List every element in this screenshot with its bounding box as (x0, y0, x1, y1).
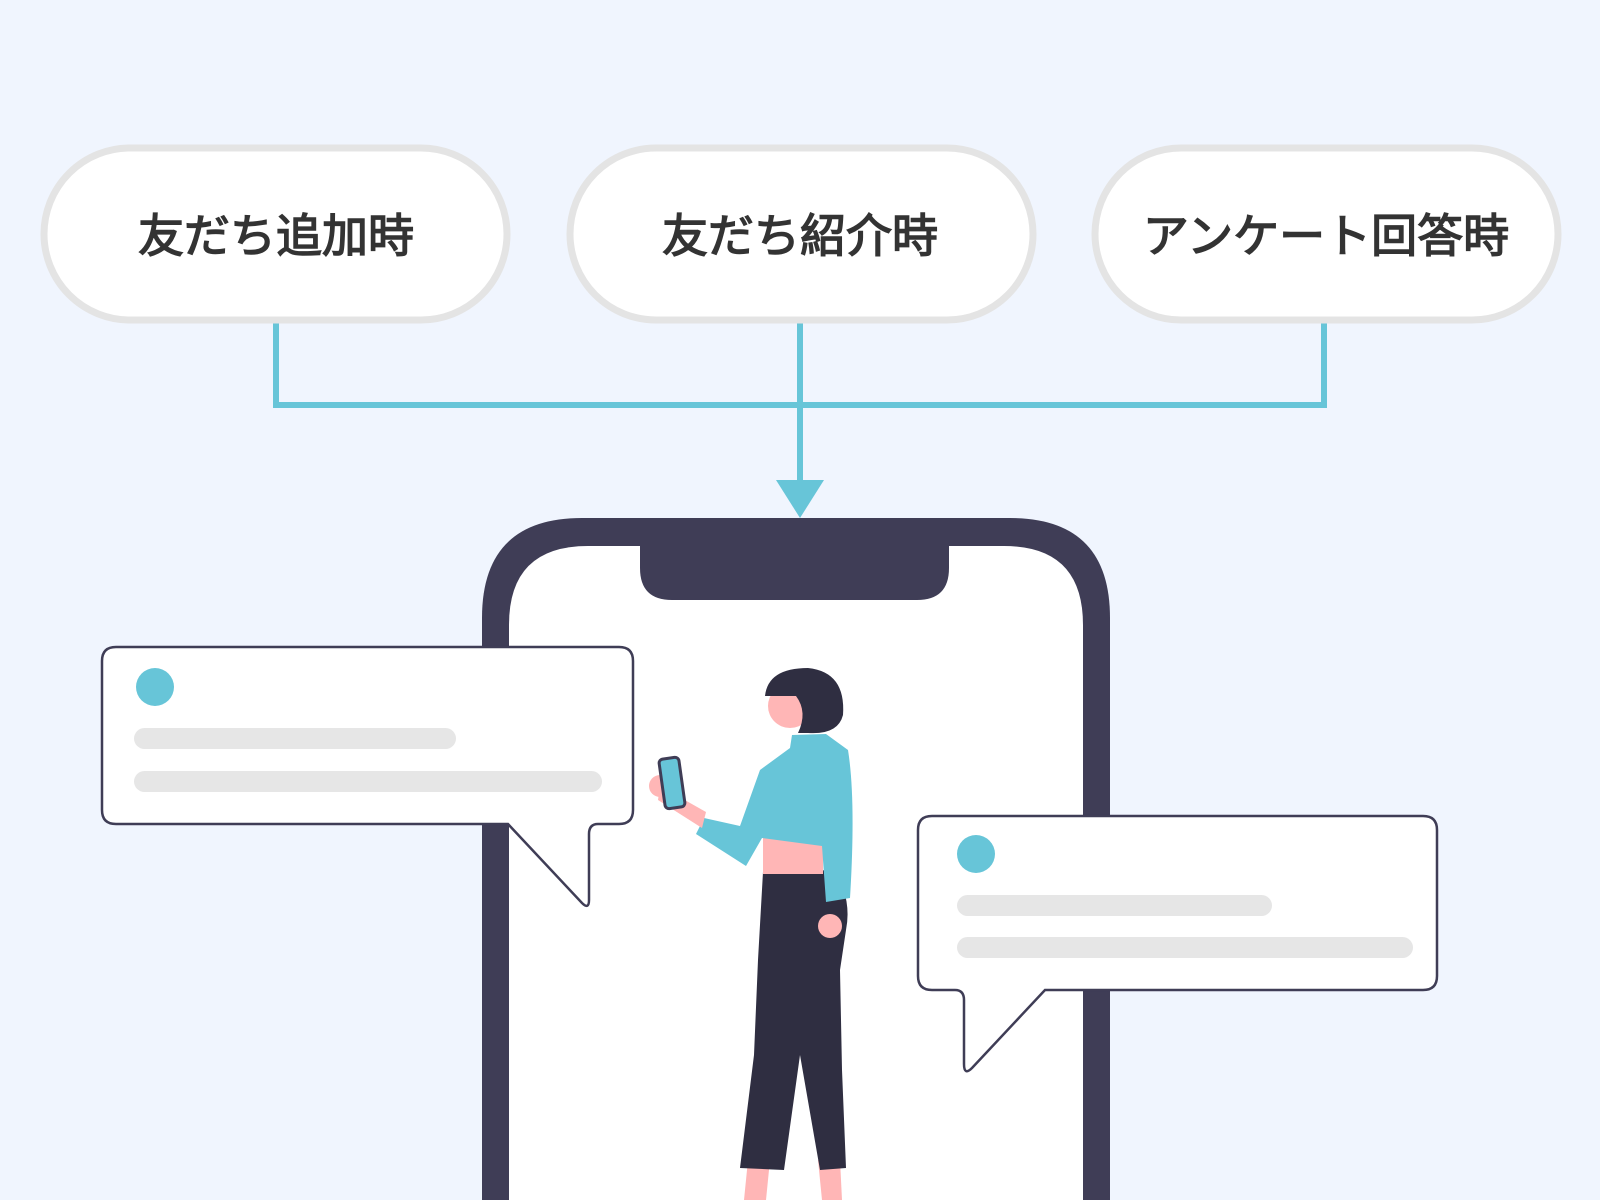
avatar-dot (957, 835, 995, 873)
text-placeholder (134, 771, 602, 792)
chat-bubble-left (100, 645, 635, 908)
handheld-phone (657, 755, 687, 811)
trigger-label: 友だち紹介時 (662, 209, 938, 263)
trigger-label: 友だち追加時 (138, 209, 414, 263)
phone-notch (640, 546, 949, 600)
trigger-pill-3: アンケート回答時 (1091, 144, 1562, 324)
text-placeholder (957, 895, 1272, 916)
arrow-down-icon (776, 480, 824, 518)
chat-bubble-right (916, 814, 1439, 1073)
woman-with-phone-illustration (649, 668, 853, 1200)
trigger-pill-1: 友だち追加時 (40, 144, 511, 324)
trigger-pill-2: 友だち紹介時 (566, 144, 1037, 324)
text-placeholder (957, 937, 1413, 958)
connector-lines (273, 322, 1327, 485)
text-placeholder (134, 728, 456, 749)
avatar-dot (136, 668, 174, 706)
trigger-label: アンケート回答時 (1143, 209, 1509, 263)
